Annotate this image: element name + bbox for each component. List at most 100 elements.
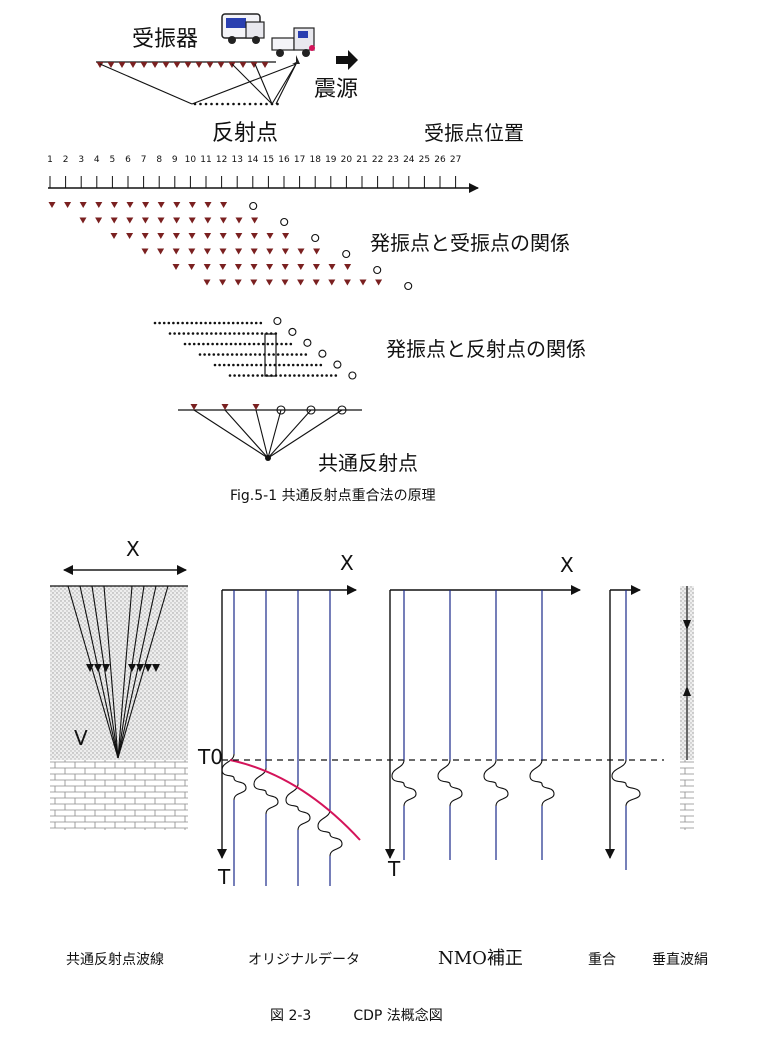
geophone-icon	[235, 217, 243, 224]
shot-point-icon	[303, 338, 312, 347]
geophone-icon	[266, 248, 274, 255]
axis-tick-number: 14	[247, 155, 259, 165]
reflection-dot	[295, 353, 298, 356]
reflection-dot	[219, 332, 222, 335]
panel-label-nmo: NMO補正	[438, 948, 523, 969]
reflection-dot	[236, 321, 240, 325]
reflection-dot	[251, 332, 255, 335]
geophone-icon	[203, 279, 211, 286]
reflection-dot	[228, 332, 232, 335]
geophone-icon	[297, 279, 305, 286]
geophone-icon	[184, 62, 192, 68]
geophone-icon	[172, 248, 180, 255]
reflection-dot	[302, 374, 305, 377]
x-label-panel2: X	[340, 551, 354, 575]
geophone-icon	[312, 279, 320, 286]
reflection-dot	[220, 342, 224, 346]
reflection-dot	[193, 102, 197, 106]
geophone-icon	[266, 233, 274, 239]
reflection-dot	[283, 374, 287, 377]
reflection-dot	[223, 332, 227, 335]
geophone-icon	[217, 62, 225, 68]
reflection-dot	[250, 363, 254, 367]
geophone-icon	[281, 248, 289, 255]
reflection-dot	[281, 353, 285, 356]
reflection-dot	[197, 342, 201, 346]
geophone-icon	[251, 217, 259, 224]
axis-tick-number: 26	[434, 155, 446, 165]
geophone-icon	[219, 279, 227, 286]
panel-stack	[605, 585, 641, 870]
geophone-icon	[162, 62, 170, 68]
reflection-dot	[316, 374, 319, 377]
axis-tick-number: 22	[372, 155, 383, 165]
reflection-dot	[158, 321, 161, 325]
geophone-icon	[250, 233, 258, 239]
reflection-dot	[259, 321, 263, 325]
reflection-dot	[185, 321, 189, 325]
geophone-icon	[126, 233, 134, 239]
shot-point-icon	[288, 327, 297, 336]
reflection-point-row	[193, 102, 279, 106]
geophone-icon	[188, 264, 196, 270]
geophone-icon	[250, 248, 258, 255]
reflection-dot	[190, 321, 194, 325]
geophone-label: 受振器	[132, 27, 198, 52]
geophone-icon	[343, 279, 351, 286]
reflection-dot	[293, 374, 296, 377]
reflection-dot	[304, 353, 308, 356]
reflection-dot	[233, 374, 236, 377]
reflection-dot	[167, 321, 171, 325]
receiver-position-label: 受振点位置	[424, 121, 524, 145]
reflection-dot	[251, 374, 255, 377]
geophone-icon	[95, 202, 103, 208]
ray-paths	[99, 63, 297, 105]
geophone-icon	[219, 264, 227, 270]
reflection-dot	[177, 332, 181, 335]
reflection-dot	[272, 353, 275, 356]
wavelet	[391, 759, 417, 807]
reflection-dot	[319, 363, 323, 367]
moveout-curve	[229, 759, 361, 841]
axis-tick-number: 15	[263, 155, 274, 165]
geophone-icon	[204, 233, 212, 239]
reflection-dot	[218, 321, 221, 325]
panel-original-data: X T T0	[197, 551, 361, 889]
reflection-dot	[242, 332, 245, 335]
figure-2: X V	[50, 537, 708, 1024]
reflection-dot	[241, 321, 244, 325]
geophone-icon	[157, 217, 165, 224]
truck-icon	[221, 13, 265, 44]
geophone-icon	[110, 233, 118, 239]
reflection-dot	[297, 374, 301, 377]
t-label-panel2: T	[217, 865, 231, 889]
wavelet	[285, 783, 311, 831]
x-label-panel1: X	[126, 537, 140, 561]
reflection-dot	[254, 321, 258, 325]
reflection-dot	[205, 332, 209, 335]
shot-point-icon	[273, 316, 282, 326]
reflection-dot	[320, 374, 324, 377]
axis-tick-number: 25	[419, 155, 430, 165]
reflection-dot	[225, 342, 228, 346]
axis-tick-number: 2	[63, 155, 69, 165]
reflection-dot	[204, 102, 208, 106]
arrow-right-icon	[336, 50, 358, 70]
reflection-dot	[257, 342, 260, 346]
geophone-icon	[228, 62, 236, 68]
reflection-dot	[279, 374, 282, 377]
geophone-icon	[48, 202, 56, 208]
reflection-dot	[288, 374, 292, 377]
cdp-highlight-box	[264, 333, 277, 377]
reflection-dot	[237, 332, 241, 335]
shot-point-icon	[342, 249, 351, 259]
axis-tick-number: 20	[341, 155, 353, 165]
axis-tick-number: 17	[294, 155, 305, 165]
reflection-dot	[192, 342, 196, 346]
reflection-dot	[240, 353, 243, 356]
x-label-panel3: X	[560, 553, 574, 577]
reflection-dot	[270, 102, 274, 106]
reflection-dot	[259, 363, 263, 367]
reflection-dot	[291, 363, 295, 367]
geophone-icon	[173, 202, 181, 208]
